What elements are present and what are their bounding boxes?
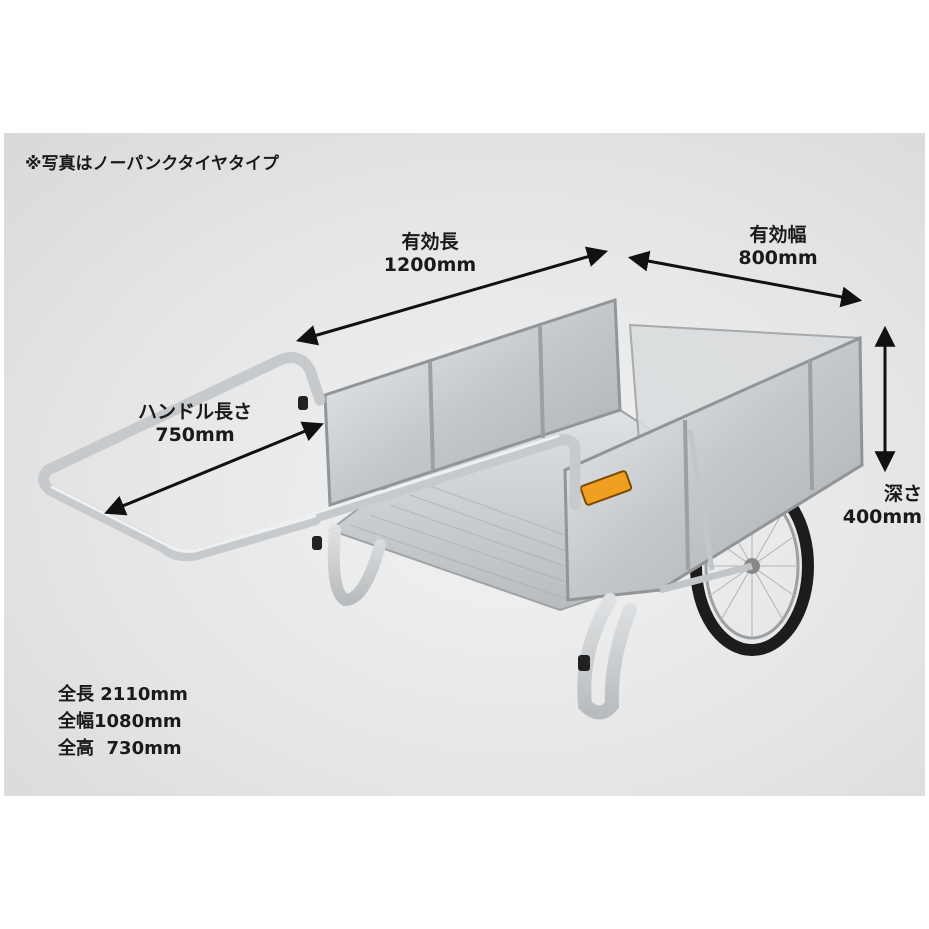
arrow-effective-width xyxy=(627,250,863,308)
arrow-handle-length xyxy=(104,421,324,516)
effective-length-title: 有効長 xyxy=(401,231,459,253)
handle-length-value: 750mm xyxy=(155,424,235,446)
handle-length-title: ハンドル長さ xyxy=(137,401,252,423)
effective-width-title: 有効幅 xyxy=(749,224,807,246)
handle-length-label: ハンドル長さ 750mm xyxy=(120,401,270,447)
reflector xyxy=(579,470,633,506)
spec-overall-length: 全長 2110mm xyxy=(58,684,188,705)
handle-frame xyxy=(38,352,581,562)
effective-width-label: 有効幅 800mm xyxy=(718,224,838,270)
depth-value: 400mm xyxy=(842,506,922,528)
arrow-effective-length xyxy=(295,246,609,346)
spec-overall-width: 全幅1080mm xyxy=(58,711,182,732)
effective-length-label: 有効長 1200mm xyxy=(370,231,490,277)
depth-label: 深さ 400mm xyxy=(812,483,922,529)
effective-length-value: 1200mm xyxy=(383,254,477,276)
depth-title: 深さ xyxy=(883,483,922,505)
front-leg xyxy=(577,593,637,720)
rear-leg xyxy=(327,524,386,607)
dimension-arrows xyxy=(104,246,896,516)
effective-width-value: 800mm xyxy=(738,247,818,269)
spec-overall-height: 全高 730mm xyxy=(58,738,182,759)
photo-note: ※写真はノーパンクタイヤタイプ xyxy=(25,154,280,174)
